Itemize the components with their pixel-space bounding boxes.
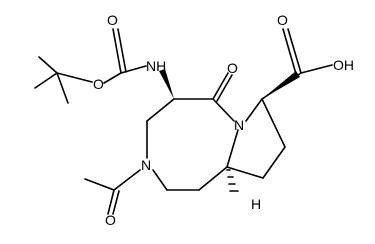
bond-acetyl-carbonyl-2 bbox=[112, 190, 120, 215]
wedge-bond-nh bbox=[159, 69, 174, 99]
bond-ring-ch2-to-stereocenter bbox=[146, 98, 175, 122]
bond-carbamate-to-nh bbox=[120, 65, 147, 74]
bond-pyrrolidine-to-bridgehead bbox=[226, 166, 264, 179]
bond-tbu-methyl-1 bbox=[38, 56, 58, 74]
bond-oxygen-to-carbamate-carbon bbox=[103, 72, 122, 84]
bond-acetyl-methyl bbox=[84, 178, 115, 191]
bond-amide-n-to-alpha-carbon bbox=[245, 98, 263, 122]
atom-label-ring-ketone-o: O bbox=[227, 60, 238, 76]
bond-tbu-methyl-2 bbox=[34, 72, 58, 89]
bond-ketone-2 bbox=[216, 74, 233, 102]
bond-tbu-to-oxygen bbox=[56, 72, 93, 83]
atom-label-acid-oh: OH bbox=[333, 57, 354, 73]
wedge-bond-acid bbox=[262, 71, 300, 99]
bond-ch2-to-acetyl-n bbox=[152, 169, 168, 191]
bond-ketone-1 bbox=[212, 72, 229, 100]
bond-ketone-carbon-to-amide-n bbox=[212, 98, 235, 122]
atom-label-acetyl-n: N bbox=[141, 157, 151, 173]
bond-bridgehead-to-ring-ch2 bbox=[198, 166, 228, 191]
atom-label-acetyl-o: O bbox=[105, 212, 116, 228]
hashed-bond-h bbox=[226, 169, 239, 192]
bond-acetyl-n-to-carbonyl bbox=[113, 169, 141, 191]
atom-label-carbamate-ester-o: O bbox=[93, 76, 104, 92]
atom-label-layer: NH O O O N O OH N O H bbox=[93, 12, 354, 228]
bond-pyrrolidine-ch2-ch2 bbox=[262, 146, 286, 179]
bond-carbamate-carbonyl-1 bbox=[112, 28, 122, 74]
stereo-bond-layer bbox=[159, 69, 300, 192]
bond-acid-carbonyl-1 bbox=[287, 28, 302, 74]
bond-alpha-to-pyrrolidine-ch2 bbox=[261, 98, 286, 148]
bond-acid-carbonyl-2 bbox=[282, 28, 297, 75]
bond-acid-to-oh bbox=[300, 64, 333, 74]
atom-label-nh: NH bbox=[146, 58, 166, 74]
atom-label-carbamate-carbonyl-o: O bbox=[107, 12, 118, 28]
bond-bridgehead-to-amide-n bbox=[226, 129, 239, 168]
atom-label-amide-n: N bbox=[234, 117, 244, 133]
atom-label-stereo-h: H bbox=[251, 196, 261, 212]
bond-carbamate-carbonyl-2 bbox=[117, 28, 127, 73]
bond-tbu-methyl-3 bbox=[56, 72, 69, 104]
atom-label-acid-carbonyl-o: O bbox=[277, 12, 288, 28]
bond-layer bbox=[34, 28, 333, 215]
bond-acetyl-carbonyl-1 bbox=[107, 189, 115, 215]
